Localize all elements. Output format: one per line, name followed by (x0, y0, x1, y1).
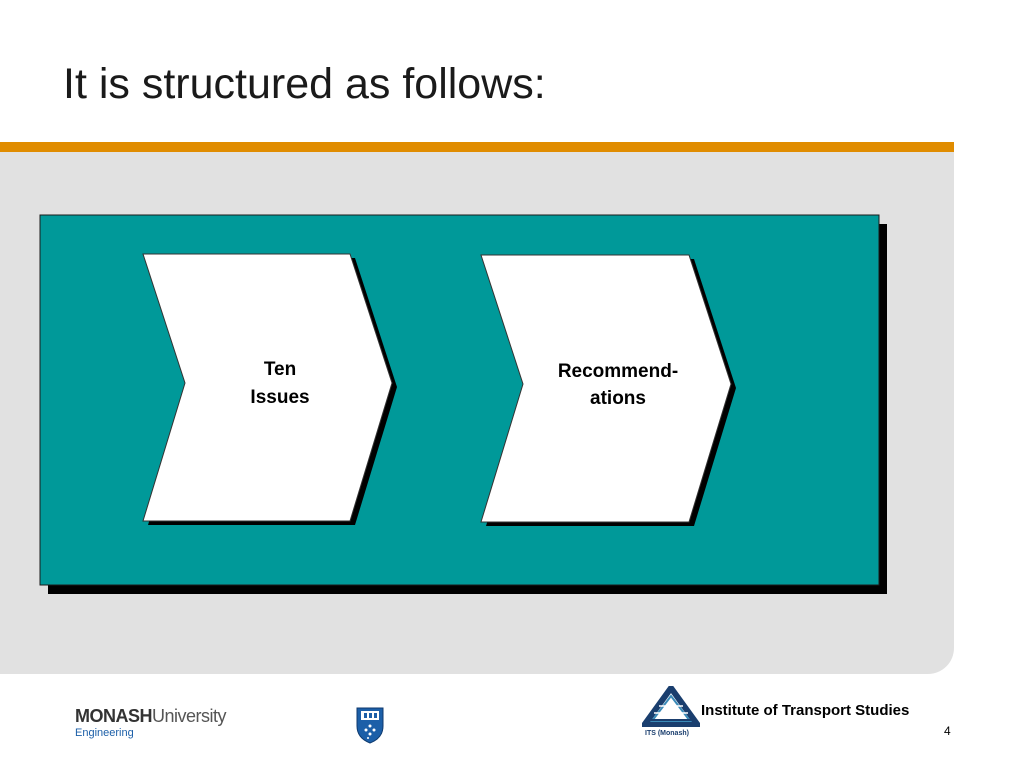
university-crest-icon (356, 707, 384, 744)
slide-title: It is structured as follows: (63, 60, 546, 108)
its-logo-caption: ITS (Monash) (645, 730, 689, 737)
its-logo-icon (642, 686, 700, 727)
monash-logo: MONASHUniversity Engineering (75, 706, 227, 739)
step-2-label-line-2: ations (590, 388, 646, 409)
monash-logo-bold: MONASH (75, 706, 153, 726)
monash-logo-light: University (152, 706, 227, 726)
step-1-label-line-1: Ten (264, 359, 296, 380)
institute-name: Institute of Transport Studies (701, 702, 910, 719)
page-number: 4 (944, 724, 951, 738)
step-2-label-line-1: Recommend- (558, 361, 678, 382)
accent-bar (0, 142, 954, 152)
faculty-name: Engineering (75, 727, 134, 739)
chevron-step-1 (142, 253, 393, 522)
step-1-label-line-2: Issues (250, 387, 309, 408)
chevron-step-2 (480, 254, 732, 523)
